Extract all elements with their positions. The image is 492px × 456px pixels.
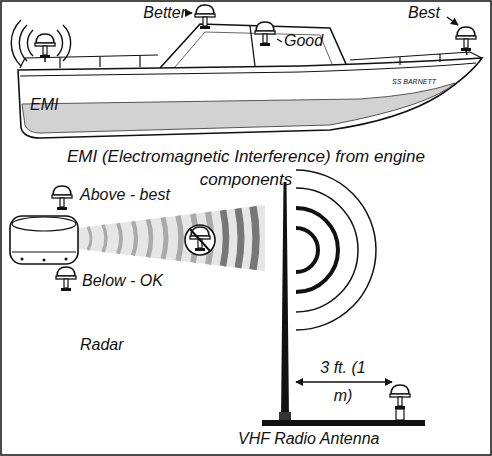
position-label: Below - OK	[82, 272, 163, 290]
position-label: Best	[408, 4, 440, 22]
radar-dome	[10, 216, 78, 264]
component-label: VHF Radio Antenna	[238, 430, 379, 448]
gps-antenna	[56, 267, 76, 291]
hull-name: SS BARNETT	[392, 78, 436, 86]
emi-waves	[11, 20, 70, 66]
gps-antenna	[456, 27, 476, 51]
component-label: Radar	[80, 336, 124, 354]
gps-antenna	[390, 385, 410, 409]
position-label: Better	[130, 4, 186, 22]
radio-waves	[296, 170, 376, 330]
dimension-line	[296, 381, 392, 382]
prohibited-antenna	[185, 225, 215, 255]
gps-antenna	[52, 186, 72, 210]
gps-antenna	[255, 22, 275, 46]
caption-note: EMI (Electromagnetic Interference) from …	[50, 146, 442, 192]
position-label: Above - best	[80, 186, 170, 204]
radar-beam	[78, 205, 265, 271]
vhf-whip	[281, 182, 289, 418]
interference-label: EMI	[30, 96, 58, 114]
dimension-label: 3 ft. (1 m)	[317, 354, 369, 410]
boat	[18, 24, 482, 138]
gps-antenna	[195, 5, 215, 29]
mount-plate	[262, 420, 425, 426]
position-label: Good	[284, 32, 323, 50]
gps-antenna	[35, 34, 55, 58]
